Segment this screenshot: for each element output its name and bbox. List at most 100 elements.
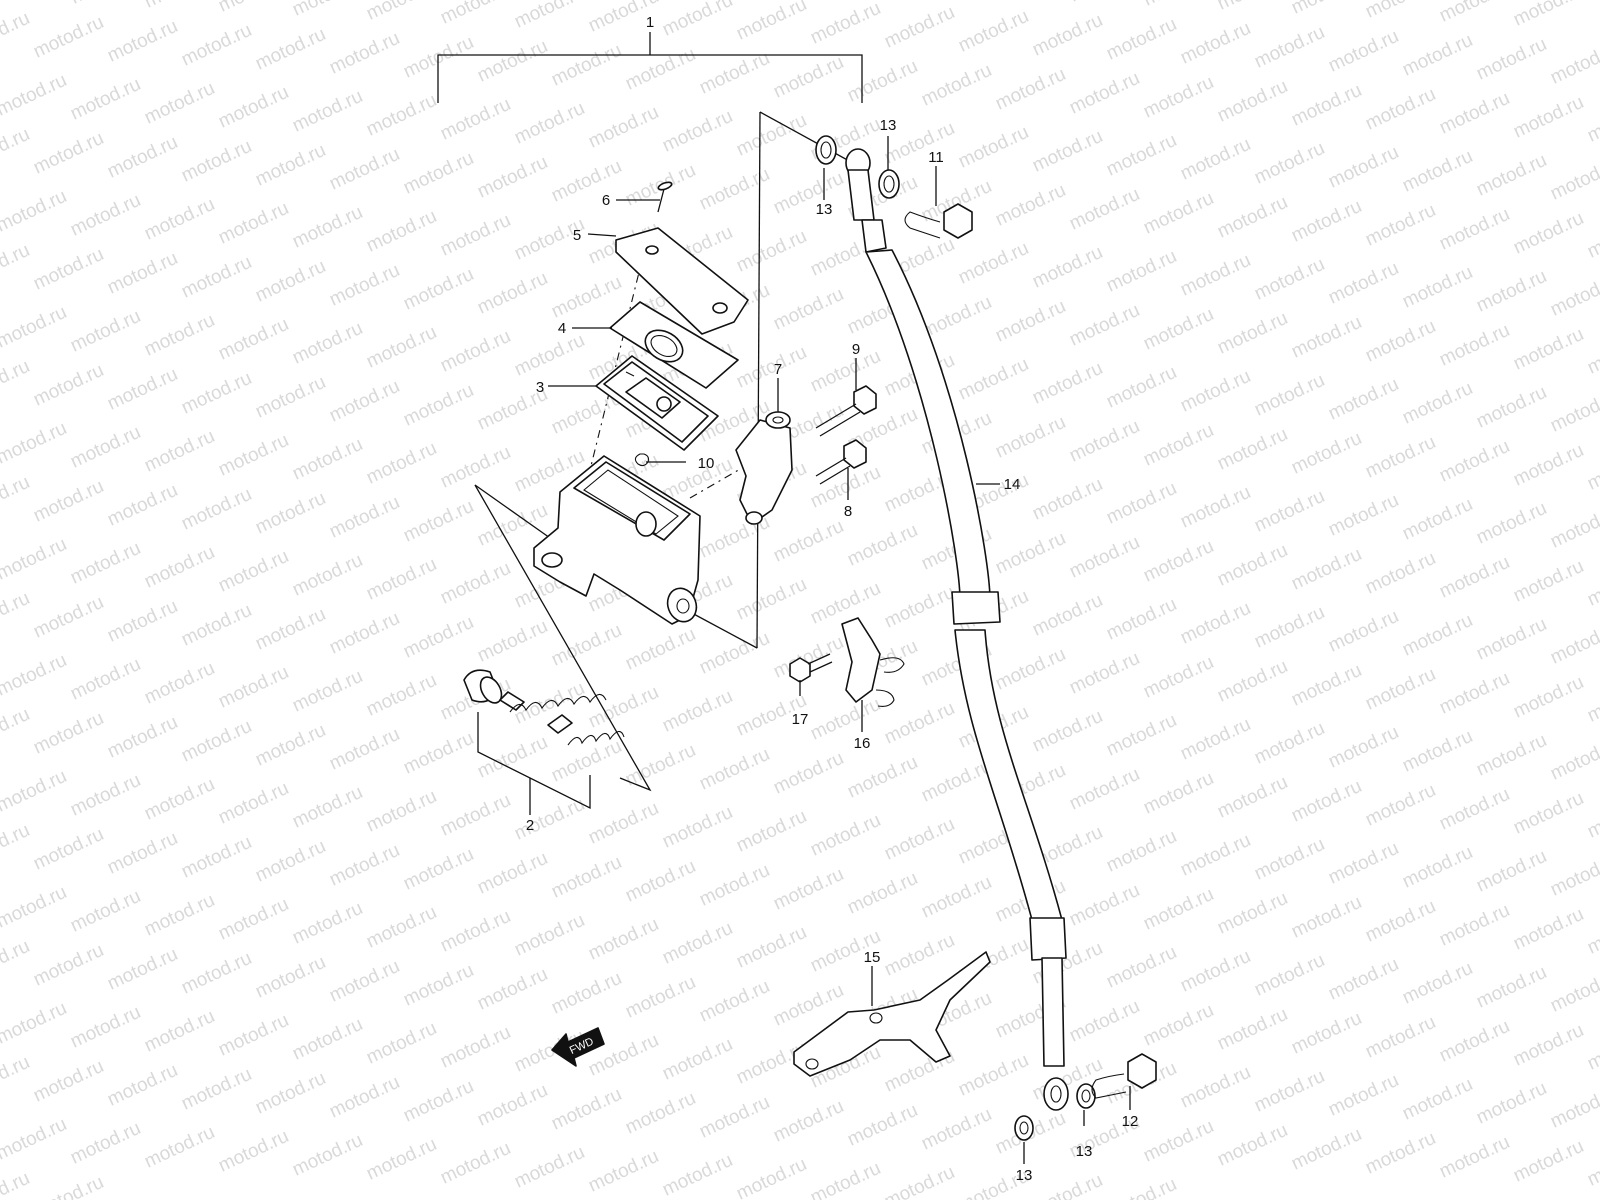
watermark-text: motod.ru	[1510, 324, 1587, 375]
watermark-text: motod.ru	[215, 198, 292, 249]
watermark-text: motod.ru	[0, 704, 33, 755]
watermark-text: motod.ru	[1029, 590, 1106, 641]
watermark-text: motod.ru	[363, 786, 440, 837]
watermark-text: motod.ru	[326, 144, 403, 195]
callout-15: 15	[864, 949, 881, 966]
watermark-text: motod.ru	[326, 724, 403, 775]
watermark-text: motod.ru	[474, 616, 551, 667]
watermark-text: motod.ru	[363, 90, 440, 141]
watermark-text: motod.ru	[1214, 888, 1291, 939]
watermark-text: motod.ru	[141, 194, 218, 245]
watermark-text: motod.ru	[0, 124, 33, 175]
watermark-text: motod.ru	[1510, 1136, 1587, 1187]
watermark-text: motod.ru	[1066, 532, 1143, 583]
watermark-text: motod.ru	[918, 872, 995, 923]
watermark-text: motod.ru	[659, 686, 736, 737]
watermark-text: motod.ru	[1547, 38, 1600, 89]
callout-14: 14	[1004, 476, 1021, 493]
watermark-text: motod.ru	[881, 2, 958, 53]
callout-10: 10	[698, 455, 715, 472]
callout-9: 9	[852, 341, 860, 358]
watermark-text: motod.ru	[1103, 942, 1180, 993]
watermark-text: motod.ru	[1399, 1074, 1476, 1125]
watermark-text: motod.ru	[474, 36, 551, 87]
watermark-text: motod.ru	[437, 906, 514, 957]
watermark-text: motod.ru	[733, 806, 810, 857]
watermark-text: motod.ru	[585, 682, 662, 733]
watermark-text: motod.ru	[733, 226, 810, 277]
watermark-text: motod.ru	[659, 918, 736, 969]
watermark-text: motod.ru	[0, 882, 70, 933]
watermark-text: motod.ru	[141, 0, 218, 13]
watermark-text: motod.ru	[1399, 378, 1476, 429]
watermark-text: motod.ru	[1214, 308, 1291, 359]
watermark-text: motod.ru	[252, 952, 329, 1003]
watermark-text: motod.ru	[955, 238, 1032, 289]
watermark-text: motod.ru	[770, 748, 847, 799]
watermark-text: motod.ru	[326, 956, 403, 1007]
watermark-text: motod.ru	[1103, 246, 1180, 297]
watermark-text: motod.ru	[0, 998, 70, 1049]
watermark-text: motod.ru	[0, 186, 70, 237]
watermark-text: motod.ru	[1436, 436, 1513, 487]
watermark-text: motod.ru	[104, 712, 181, 763]
watermark-text: motod.ru	[400, 380, 477, 431]
watermark-text: motod.ru	[585, 914, 662, 965]
watermark-text: motod.ru	[1103, 478, 1180, 529]
watermark-text: motod.ru	[1510, 672, 1587, 723]
watermark-text: motod.ru	[1436, 552, 1513, 603]
watermark-text: motod.ru	[1547, 386, 1600, 437]
watermark-text: motod.ru	[1436, 204, 1513, 255]
watermark-text: motod.ru	[548, 852, 625, 903]
watermark-text: motod.ru	[0, 766, 70, 817]
watermark-text: motod.ru	[67, 74, 144, 125]
watermark-text: motod.ru	[326, 840, 403, 891]
watermark-text: motod.ru	[844, 520, 921, 571]
callout-13-bottom-right: 13	[1076, 1143, 1093, 1160]
watermark-text: motod.ru	[326, 1072, 403, 1123]
watermark-text: motod.ru	[0, 588, 33, 639]
watermark-text: motod.ru	[437, 790, 514, 841]
watermark-text: motod.ru	[289, 0, 366, 21]
clamp-bolt-lower	[815, 439, 867, 485]
watermark-text: motod.ru	[770, 516, 847, 567]
watermark-text: motod.ru	[400, 1076, 477, 1127]
washer-top-left	[815, 135, 837, 165]
watermark-text: motod.ru	[1547, 850, 1600, 901]
watermark-text: motod.ru	[992, 0, 1069, 3]
watermark-text: motod.ru	[733, 342, 810, 393]
cap-screw	[657, 181, 673, 213]
watermark-text: motod.ru	[1177, 366, 1254, 417]
watermark-text: motod.ru	[1584, 328, 1600, 379]
watermark-text: motod.ru	[1547, 502, 1600, 553]
fwd-arrow: FWD	[551, 1027, 605, 1067]
handlebar-clamp	[735, 411, 793, 525]
watermark-text: motod.ru	[0, 240, 33, 291]
watermark-text: motod.ru	[1066, 648, 1143, 699]
watermark-text: motod.ru	[474, 1080, 551, 1131]
watermark-text: motod.ru	[141, 890, 218, 941]
watermark-text: motod.ru	[770, 1096, 847, 1147]
watermark-text: motod.ru	[437, 210, 514, 261]
watermark-text: motod.ru	[326, 260, 403, 311]
watermark-text: motod.ru	[178, 948, 255, 999]
callout-3: 3	[536, 379, 544, 396]
watermark-text: motod.ru	[289, 86, 366, 137]
watermark-text: motod.ru	[1436, 668, 1513, 719]
watermark-text: motod.ru	[881, 1162, 958, 1200]
watermark-text: motod.ru	[67, 422, 144, 473]
callout-12: 12	[1122, 1113, 1139, 1130]
watermark-text: motod.ru	[104, 828, 181, 879]
watermark-text: motod.ru	[1436, 1016, 1513, 1067]
watermark-text: motod.ru	[1214, 0, 1291, 15]
watermark-text: motod.ru	[289, 1014, 366, 1065]
watermark-text: motod.ru	[0, 8, 33, 59]
callout-8: 8	[844, 503, 852, 520]
watermark-text: motod.ru	[289, 318, 366, 369]
watermark-text: motod.ru	[474, 964, 551, 1015]
watermark-text: motod.ru	[1473, 382, 1550, 433]
watermark-text: motod.ru	[1251, 370, 1328, 421]
watermark-text: motod.ru	[0, 418, 70, 469]
watermark-text: motod.ru	[1103, 1174, 1180, 1200]
watermark-text: motod.ru	[1140, 768, 1217, 819]
